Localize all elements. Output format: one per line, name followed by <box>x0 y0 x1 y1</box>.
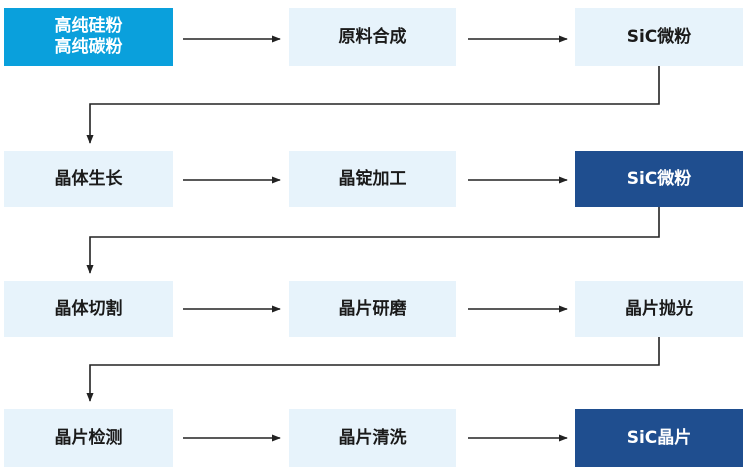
arrow-n3-n4 <box>86 66 660 144</box>
node-label: SiC微粉 <box>626 26 692 47</box>
arrow-n9-n10 <box>86 337 660 402</box>
node-label: 晶体切割 <box>54 298 123 319</box>
node-crystal-cutting: 晶体切割 <box>4 281 173 337</box>
node-raw-silicon-carbon-powder: 高纯硅粉 高纯碳粉 <box>4 8 173 66</box>
arrow-n6-n7 <box>86 207 660 274</box>
node-label-line2: 高纯碳粉 <box>54 37 123 57</box>
node-label: 晶片抛光 <box>625 298 693 319</box>
node-wafer-cleaning: 晶片清洗 <box>289 409 456 467</box>
node-label-line1: 高纯硅粉 <box>54 16 123 36</box>
node-sic-wafer: SiC晶片 <box>575 409 743 467</box>
node-label: 晶锭加工 <box>338 168 407 189</box>
node-wafer-grinding: 晶片研磨 <box>289 281 456 337</box>
node-label: 晶片清洗 <box>338 427 407 448</box>
node-label: SiC晶片 <box>626 427 692 448</box>
node-wafer-inspection: 晶片检测 <box>4 409 173 467</box>
node-sic-micropowder-highlight: SiC微粉 <box>575 151 743 207</box>
node-label: 晶片研磨 <box>338 298 407 319</box>
node-label: 原料合成 <box>338 26 407 47</box>
node-crystal-growth: 晶体生长 <box>4 151 173 207</box>
node-label: 晶片检测 <box>54 427 123 448</box>
node-raw-material-synthesis: 原料合成 <box>289 8 456 66</box>
node-sic-micropowder: SiC微粉 <box>575 8 743 66</box>
node-label: SiC微粉 <box>626 168 692 189</box>
node-wafer-polishing: 晶片抛光 <box>575 281 743 337</box>
node-ingot-processing: 晶锭加工 <box>289 151 456 207</box>
node-label: 晶体生长 <box>54 168 123 189</box>
